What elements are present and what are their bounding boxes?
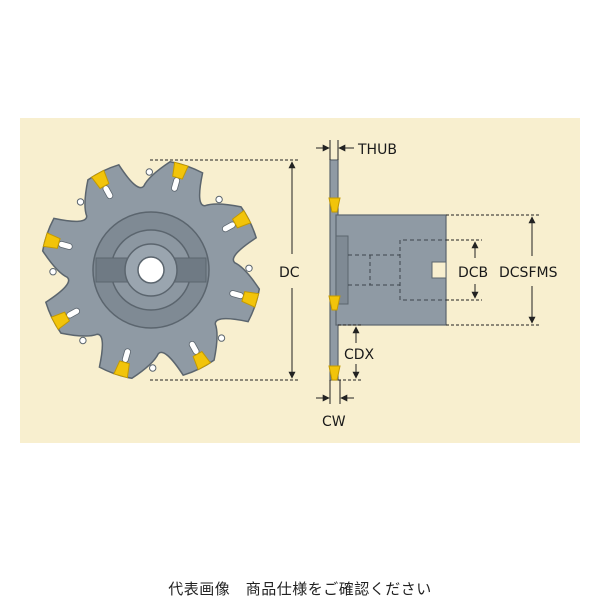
cutter-front-view: [41, 160, 261, 380]
bore-hidden-line: [348, 239, 446, 301]
dcsfms-label: DCSFMS: [499, 265, 558, 281]
mounting-hole: [49, 268, 57, 276]
cw-label: CW: [322, 414, 346, 430]
cutting-insert: [90, 169, 114, 200]
cutting-inserts: [42, 161, 260, 379]
cutting-insert: [229, 290, 260, 308]
hub-shoulder: [335, 235, 349, 305]
mounting-hole: [215, 195, 223, 204]
thub-dimension: [316, 140, 354, 160]
side-insert-bottom: [328, 365, 341, 381]
hub-flange: [335, 214, 447, 326]
dc-dimension: [150, 159, 298, 381]
cutting-insert: [188, 340, 212, 371]
mounting-holes: [49, 168, 253, 372]
mounting-hole: [217, 334, 226, 342]
mounting-hole: [145, 168, 154, 176]
keyway-slot: [431, 261, 447, 279]
cutting-insert: [221, 209, 252, 233]
side-insert-mid: [328, 295, 341, 311]
caption-text: 代表画像 商品仕様をご確認ください: [168, 580, 432, 598]
cdx-dimension: [338, 324, 362, 381]
thub-label: THUB: [357, 142, 397, 158]
cdx-label: CDX: [344, 347, 375, 363]
cutting-insert: [171, 161, 189, 192]
mounting-hole: [149, 364, 157, 372]
dcb-dimension: [446, 239, 482, 301]
cutting-insert: [50, 307, 81, 331]
mounting-hole: [245, 264, 253, 272]
cutting-insert: [113, 348, 131, 379]
center-bore: [137, 256, 165, 284]
mounting-hole: [79, 336, 87, 345]
cutting-insert: [42, 232, 73, 250]
dcb-label: DCB: [458, 265, 488, 281]
cutter-side-view: [328, 159, 447, 381]
side-insert-top: [328, 197, 341, 213]
dc-label: DC: [279, 265, 300, 281]
dcsfms-dimension: [446, 214, 540, 326]
cw-dimension: [316, 380, 354, 404]
mounting-hole: [76, 198, 85, 206]
